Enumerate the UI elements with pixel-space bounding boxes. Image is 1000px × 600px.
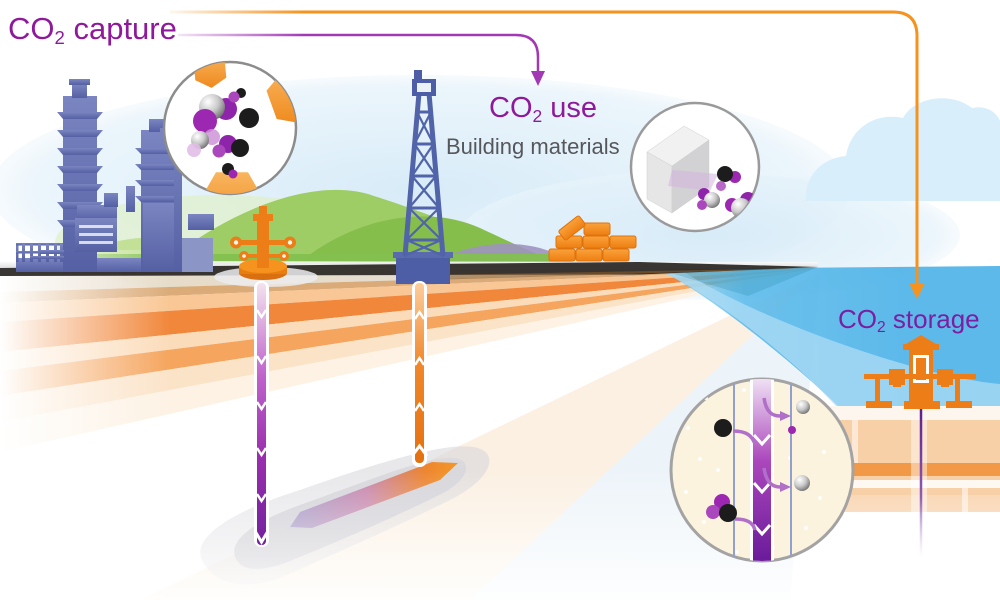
building-materials-label: Building materials (446, 134, 620, 159)
production-pipe (410, 281, 429, 467)
capture-to-storage-arrow (170, 10, 919, 284)
co2-use-inset (629, 101, 761, 233)
injection-pipe (253, 281, 270, 547)
co2-subscript: 2 (54, 27, 65, 49)
co2-capture-label: CO2 capture (8, 11, 177, 47)
diffusion-arrows (732, 397, 781, 531)
co2-formula: CO (489, 92, 533, 124)
bricks-icon (548, 215, 637, 262)
co2-molecules (706, 400, 810, 522)
capture-word: capture (64, 11, 177, 46)
co2-subscript: 2 (532, 105, 543, 126)
cloud-icon (805, 98, 1000, 201)
fade-overlays (0, 250, 820, 600)
co2-molecules (187, 88, 259, 179)
storage-wellhead (864, 335, 976, 557)
co2-subscript: 2 (877, 319, 886, 337)
flow-lines (160, 5, 925, 299)
capture-to-use-arrow (178, 33, 540, 72)
co2-storage-label: CO2 storage (838, 304, 980, 336)
storage-word: storage (885, 304, 980, 334)
co2-capture-inset (162, 60, 298, 196)
use-word: use (542, 92, 597, 124)
drilling-derrick (393, 70, 453, 284)
hexagon-icon (200, 172, 264, 194)
co2-formula: CO (838, 304, 877, 334)
hexagon-icon (193, 62, 227, 88)
co2-formula: CO (8, 11, 55, 46)
co2-use-label: CO2 use (489, 92, 597, 126)
co2-storage-inset (669, 377, 855, 563)
mineralization-beam (668, 170, 718, 191)
inset-injection-stream (753, 379, 771, 561)
injection-wellhead (214, 206, 318, 287)
